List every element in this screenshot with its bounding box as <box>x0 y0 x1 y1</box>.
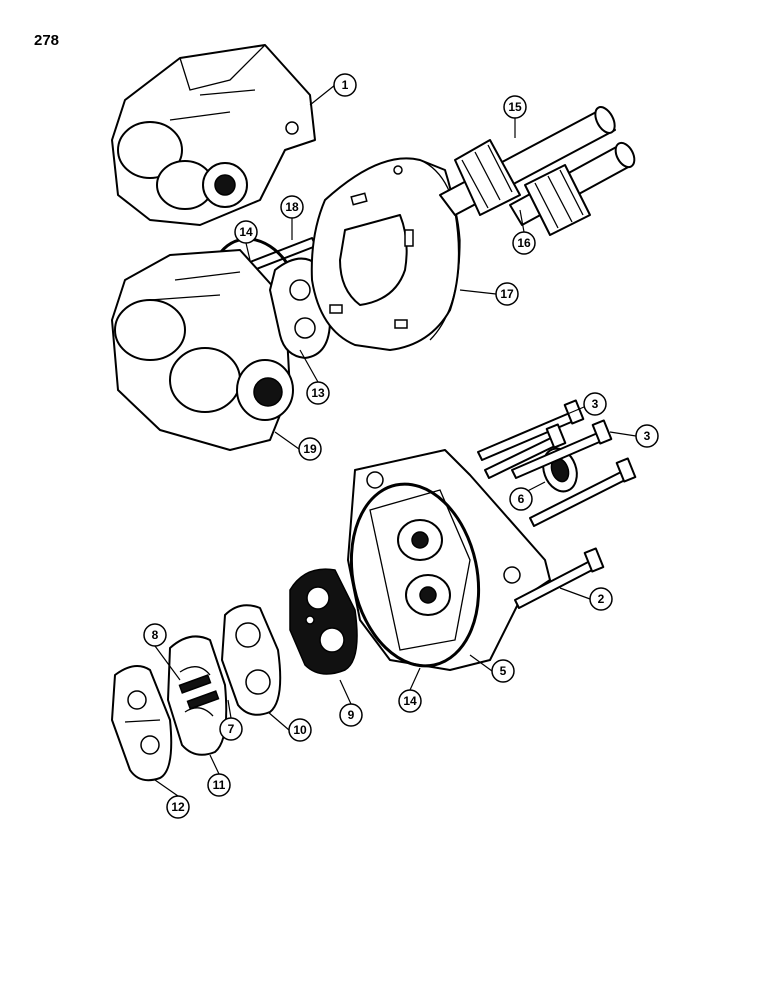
driven-gear-shaft-illustration <box>509 141 636 236</box>
callout-10: 10 <box>288 718 312 742</box>
callout-label: 6 <box>518 492 525 506</box>
seal-plate-illustration <box>289 568 358 675</box>
callout-label: 1 <box>342 78 349 92</box>
callout-label: 9 <box>348 708 355 722</box>
page-number: 278 <box>34 32 60 49</box>
callout-1: 1 <box>333 73 357 97</box>
callout-2: 2 <box>589 587 613 611</box>
callout-11: 11 <box>207 773 231 797</box>
callout-label: 15 <box>508 100 522 114</box>
callout-6: 6 <box>509 487 533 511</box>
callout-label: 13 <box>311 386 325 400</box>
callout-18: 18 <box>280 195 304 219</box>
callout-label: 14 <box>403 694 417 708</box>
callout-label: 11 <box>213 778 226 792</box>
callout-label: 2 <box>598 592 605 606</box>
callout-15: 15 <box>503 95 527 119</box>
callout-9: 9 <box>339 703 363 727</box>
drive-gear-shaft-illustration <box>439 106 616 216</box>
backup-plate-illustration <box>167 635 228 756</box>
callout-5: 5 <box>491 659 515 683</box>
callout-19: 19 <box>298 437 322 461</box>
callout-label: 12 <box>171 800 185 814</box>
gasket-illustration <box>221 604 282 716</box>
callout-16: 16 <box>512 231 536 255</box>
callout-17: 17 <box>495 282 519 306</box>
callout-label: 19 <box>303 442 317 456</box>
callout-7: 7 <box>219 717 243 741</box>
callout-3-upper: 3 <box>583 392 607 416</box>
callout-label: 17 <box>500 287 514 301</box>
callout-12: 12 <box>166 795 190 819</box>
callout-label: 16 <box>517 236 531 250</box>
o-ring-lower-illustration <box>349 482 481 668</box>
callout-label: 10 <box>293 723 307 737</box>
callout-8: 8 <box>143 623 167 647</box>
end-plate-illustration <box>111 665 173 782</box>
callout-13: 13 <box>306 381 330 405</box>
callout-3-lower: 3 <box>635 424 659 448</box>
pump-assembly-illustration <box>111 44 316 226</box>
gear-housing-illustration <box>310 157 461 351</box>
callout-14-upper: 14 <box>234 220 258 244</box>
callout-label: 3 <box>644 429 651 443</box>
callout-label: 8 <box>152 628 159 642</box>
front-housing-illustration <box>347 449 551 671</box>
rear-housing-illustration <box>111 249 294 451</box>
callout-label: 7 <box>228 722 235 736</box>
callout-label: 3 <box>592 397 599 411</box>
bolts-illustration <box>477 399 637 609</box>
callout-14-lower: 14 <box>398 689 422 713</box>
callout-label: 18 <box>285 200 299 214</box>
callout-label: 5 <box>500 664 507 678</box>
callout-label: 14 <box>239 225 253 239</box>
